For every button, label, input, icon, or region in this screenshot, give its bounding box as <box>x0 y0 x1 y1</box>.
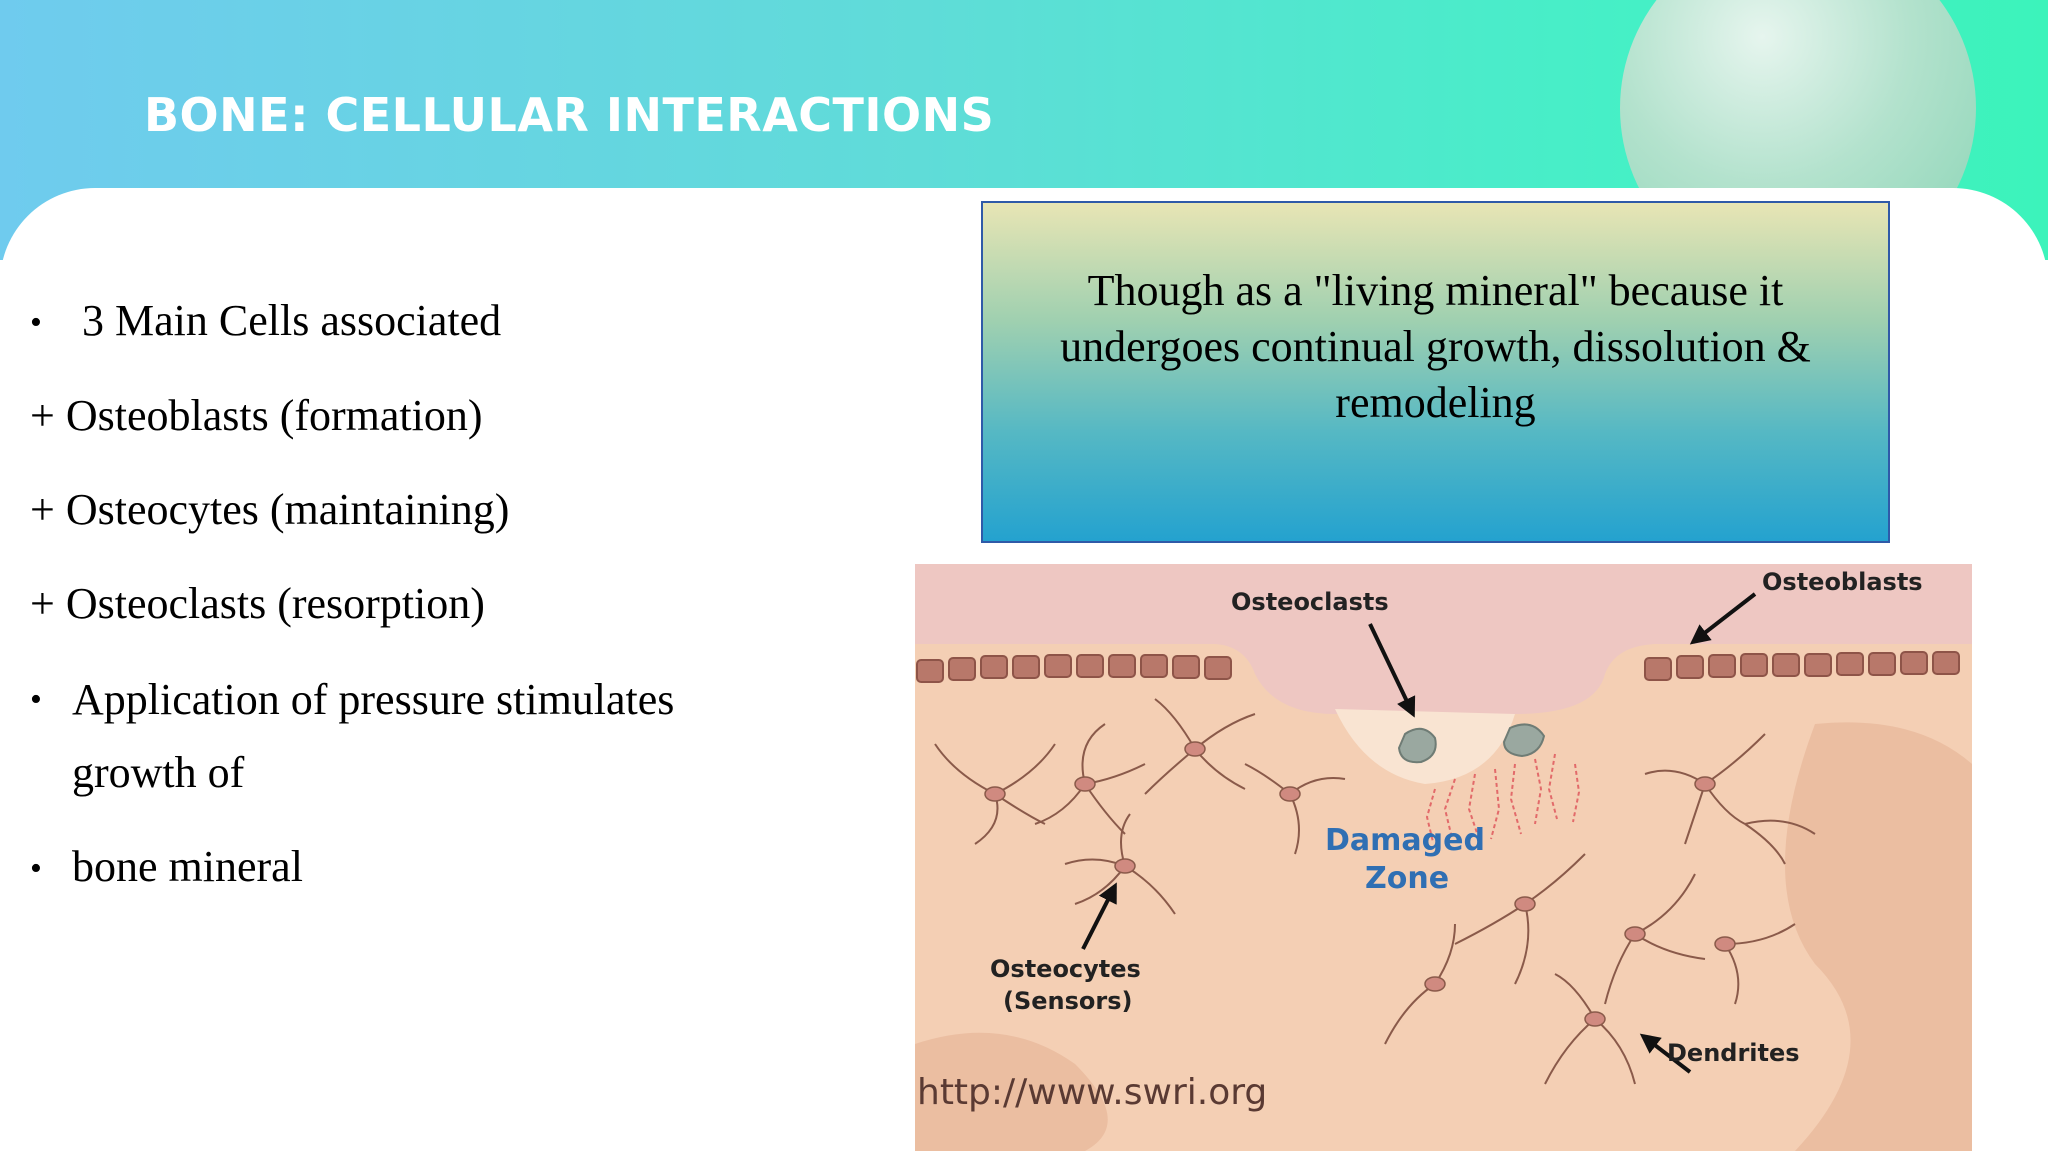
bone-shading <box>1785 722 1972 1151</box>
bone-surface <box>915 564 1972 714</box>
label-damaged-zone: Damaged <box>1325 823 1485 858</box>
osteoblast-cells-right <box>1644 651 1960 681</box>
bullet-dot: • <box>30 850 42 887</box>
label-dendrites: Dendrites <box>1667 1039 1800 1067</box>
osteoblast-cells-left <box>916 654 1232 683</box>
arrow-dendrites <box>1639 1033 1692 1074</box>
slide-title: BONE: CELLULAR INTERACTIONS <box>144 88 995 142</box>
damage-cracks <box>1425 753 1581 843</box>
bullet-text: Application of pressure stimulates growt… <box>72 675 675 797</box>
osteoclast-cell <box>1502 723 1546 758</box>
label-osteoclasts: Osteoclasts <box>1231 588 1389 616</box>
osteocyte-bodies <box>984 741 1736 1027</box>
label-osteocytes-sensors: (Sensors) <box>1003 987 1132 1015</box>
source-url: http://www.swri.org <box>917 1072 1267 1113</box>
label-osteoblasts: Osteoblasts <box>1762 568 1923 596</box>
bullet-dot: • <box>30 681 42 718</box>
list-item-osteoblasts: + Osteoblasts (formation) <box>30 391 483 440</box>
bone-remodeling-figure: Osteoclasts Osteoblasts Osteocytes (Sens… <box>915 564 1972 1151</box>
list-item-osteocytes: + Osteocytes (maintaining) <box>30 485 510 534</box>
label-osteocytes: Osteocytes <box>990 955 1141 983</box>
bullet-dot: • <box>30 304 42 341</box>
arrow-osteoblasts <box>1689 592 1757 645</box>
bullet-text: bone mineral <box>72 842 303 891</box>
arrow-osteocytes <box>1081 882 1117 950</box>
bone-shading <box>915 1032 1108 1151</box>
osteoclast-cell <box>1397 727 1437 764</box>
arrow-osteoclasts <box>1368 623 1416 718</box>
list-item-osteoclasts: + Osteoclasts (resorption) <box>30 579 485 628</box>
bullet-text: 3 Main Cells associated <box>82 296 502 345</box>
figure-illustration: Osteoclasts Osteoblasts Osteocytes (Sens… <box>915 564 1972 1151</box>
note-text: Though as a "living mineral" because it … <box>1060 266 1811 427</box>
note-box: Though as a "living mineral" because it … <box>981 201 1890 543</box>
osteocyte-dendrites <box>934 698 1816 1085</box>
label-damaged-zone-2: Zone <box>1365 861 1449 896</box>
